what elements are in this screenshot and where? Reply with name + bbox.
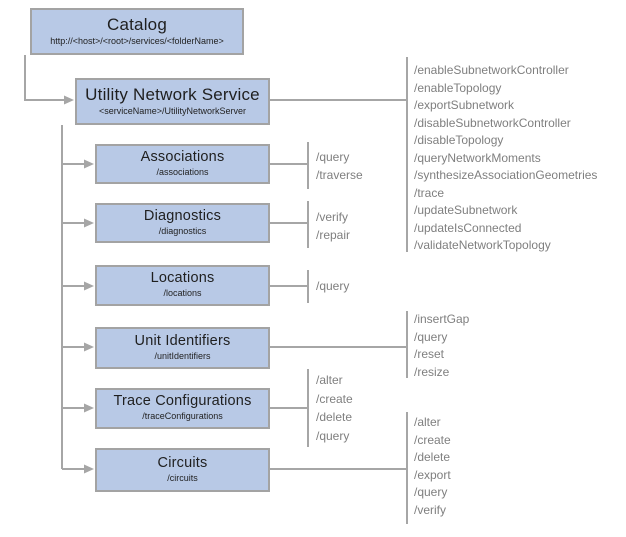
node-unit-identifiers: Unit Identifiers /unitIdentifiers xyxy=(95,327,270,369)
node-title: Unit Identifiers xyxy=(134,332,231,349)
op-item: /query xyxy=(414,329,448,344)
node-title: Diagnostics xyxy=(143,207,222,224)
node-url: /associations xyxy=(156,166,209,177)
op-item: /synthesizeAssociationGeometries xyxy=(414,168,598,182)
op-item: /query xyxy=(316,150,350,164)
ops-list-unit-identifiers: /insertGap /query /reset /resize xyxy=(414,311,469,381)
op-item: /resize xyxy=(414,364,450,379)
op-item: /alter xyxy=(414,415,441,429)
op-item: /traverse xyxy=(316,167,363,182)
op-item: /exportSubnetwork xyxy=(414,98,515,112)
ops-list-service: /enableSubnetworkController /enableTopol… xyxy=(414,62,597,255)
ops-list-associations: /query /traverse xyxy=(316,149,363,184)
node-url: /locations xyxy=(163,288,202,299)
node-url: http://<host>/<root>/services/<folderNam… xyxy=(50,35,224,46)
op-item: /delete xyxy=(414,450,451,464)
op-item: /verify xyxy=(316,210,349,224)
connector-catalog-to-service xyxy=(24,55,64,101)
op-item: /repair xyxy=(316,227,351,242)
op-item: /query xyxy=(414,485,448,499)
node-url: <serviceName>/UtilityNetworkServer xyxy=(98,105,247,116)
node-locations: Locations /locations xyxy=(95,265,270,306)
node-url: /circuits xyxy=(167,472,198,483)
ops-list-locations: /query xyxy=(316,278,349,296)
node-title: Utility Network Service xyxy=(85,85,260,105)
node-trace-configurations: Trace Configurations /traceConfiguration… xyxy=(95,388,270,429)
node-utility-network-service: Utility Network Service <serviceName>/Ut… xyxy=(75,78,270,125)
op-item: /reset xyxy=(414,347,445,361)
op-item: /export xyxy=(414,467,451,482)
op-item: /alter xyxy=(316,373,343,387)
arrowhead-service xyxy=(64,95,74,105)
node-url: /traceConfigurations xyxy=(142,411,223,422)
ops-list-trace-configurations: /alter /create /delete /query xyxy=(316,371,353,445)
op-item: /disableTopology xyxy=(414,133,504,147)
op-item: /query xyxy=(316,279,350,293)
node-title: Catalog xyxy=(107,15,167,35)
node-associations: Associations /associations xyxy=(95,144,270,184)
op-item: /trace xyxy=(414,185,445,200)
node-title: Circuits xyxy=(157,454,208,471)
node-url: /diagnostics xyxy=(158,225,207,236)
op-item: /verify xyxy=(414,502,447,517)
ops-list-diagnostics: /verify /repair xyxy=(316,209,350,244)
op-item: /create xyxy=(414,432,451,447)
op-item: /queryNetworkMoments xyxy=(414,150,541,165)
op-item: /query xyxy=(316,428,350,443)
op-item: /disableSubnetworkController xyxy=(414,115,571,130)
op-item: /updateIsConnected xyxy=(414,220,522,235)
node-url: /unitIdentifiers xyxy=(154,350,211,361)
op-item: /updateSubnetwork xyxy=(414,203,518,217)
node-title: Locations xyxy=(150,270,215,287)
ops-list-circuits: /alter /create /delete /export /query /v… xyxy=(414,414,451,519)
op-item: /validateNetworkTopology xyxy=(414,238,551,252)
op-item: /insertGap xyxy=(414,312,470,326)
node-catalog: Catalog http://<host>/<root>/services/<f… xyxy=(30,8,244,55)
op-item: /enableTopology xyxy=(414,80,502,95)
node-title: Trace Configurations xyxy=(113,393,252,410)
op-item: /enableSubnetworkController xyxy=(414,63,569,77)
op-item: /delete xyxy=(316,410,353,424)
node-diagnostics: Diagnostics /diagnostics xyxy=(95,203,270,243)
node-title: Associations xyxy=(140,148,225,165)
node-circuits: Circuits /circuits xyxy=(95,448,270,492)
op-item: /create xyxy=(316,391,353,406)
